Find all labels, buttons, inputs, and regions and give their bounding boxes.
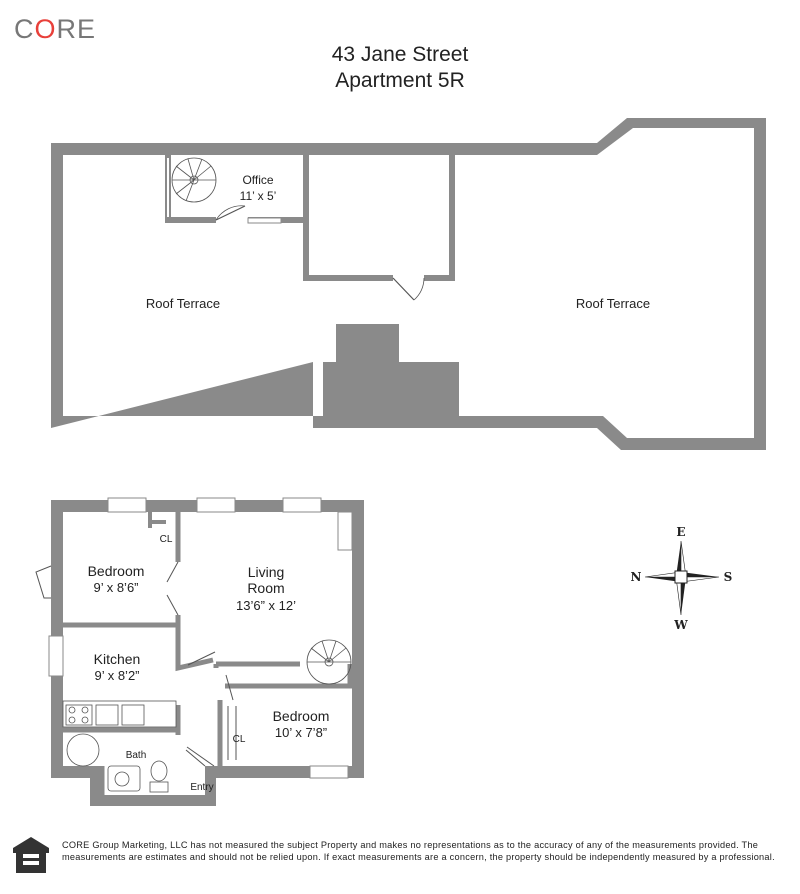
kitchen-counter bbox=[62, 700, 177, 728]
office-label: Office bbox=[242, 173, 273, 187]
roof-bulkhead bbox=[336, 324, 399, 362]
compass-south-label: S bbox=[724, 570, 733, 584]
compass-rose: E W N S bbox=[631, 525, 733, 632]
address-line: 43 Jane Street bbox=[331, 43, 469, 66]
spiral-stair-apartment bbox=[306, 639, 352, 685]
roof-terrace-right-label: Roof Terrace bbox=[576, 296, 650, 311]
stair-room-door bbox=[392, 277, 415, 301]
kitchen-label: Kitchen bbox=[94, 651, 141, 667]
spiral-stair-roof bbox=[171, 157, 217, 203]
bedroom1-label: Bedroom bbox=[88, 563, 145, 579]
doors bbox=[35, 561, 237, 767]
bath-fixtures bbox=[66, 733, 169, 793]
office-walls bbox=[165, 155, 455, 281]
office-window bbox=[247, 217, 282, 224]
office-door bbox=[215, 205, 246, 221]
closet1-walls bbox=[148, 512, 166, 528]
compass-north-label: N bbox=[631, 570, 642, 584]
entry-label: Entry bbox=[190, 782, 213, 793]
compass-east-label: E bbox=[676, 525, 685, 539]
bedroom2-dimensions: 10’ x 7’8” bbox=[275, 725, 327, 740]
roof-plan: Office 11’ x 5’ Roof Terrace Roof Terrac… bbox=[51, 118, 766, 450]
windows bbox=[48, 497, 353, 779]
interior-walls bbox=[63, 512, 353, 795]
bath-label: Bath bbox=[126, 750, 147, 761]
bedroom1-dimensions: 9’ x 8’6” bbox=[93, 580, 138, 595]
closet2-label: CL bbox=[233, 734, 246, 745]
office-dimensions: 11’ x 5’ bbox=[240, 189, 277, 203]
roof-terrace-left-label: Roof Terrace bbox=[146, 296, 220, 311]
roof-outer-wall bbox=[51, 118, 766, 450]
equal-housing-icon bbox=[13, 837, 49, 873]
apartment-plan: Bedroom 9’ x 8’6” CL Living Room 13’6” x… bbox=[35, 497, 364, 806]
compass-west-label: W bbox=[673, 618, 688, 632]
living-label-1: Living bbox=[248, 564, 285, 580]
living-label-2: Room bbox=[247, 580, 284, 596]
closet1-label: CL bbox=[160, 534, 173, 545]
apartment-line: Apartment 5R bbox=[335, 69, 465, 92]
disclaimer-text: CORE Group Marketing, LLC has not measur… bbox=[62, 840, 775, 862]
bedroom2-label: Bedroom bbox=[273, 708, 330, 724]
living-dimensions: 13’6” x 12’ bbox=[236, 598, 296, 613]
kitchen-dimensions: 9’ x 8’2” bbox=[94, 668, 139, 683]
core-logo: CORE bbox=[14, 14, 97, 44]
